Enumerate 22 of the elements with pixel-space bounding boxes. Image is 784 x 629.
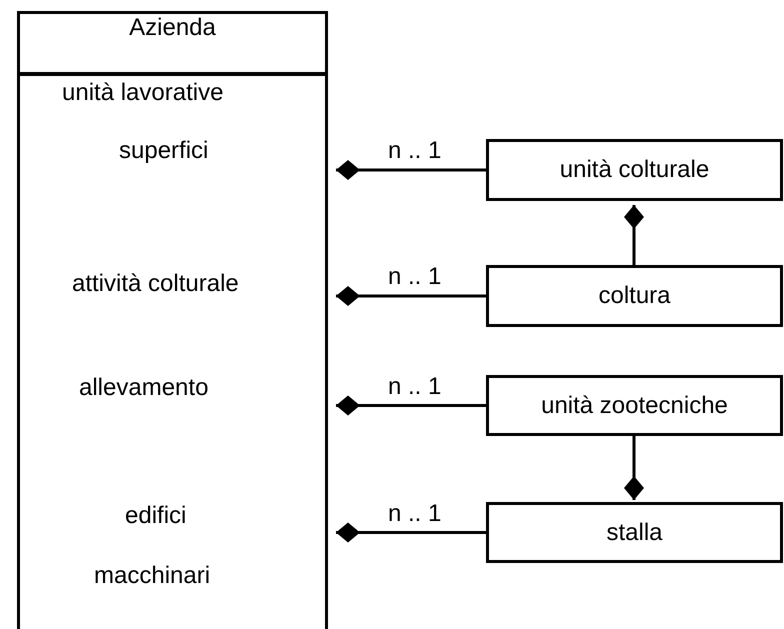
attribute-text: edifici <box>125 502 186 530</box>
class-box <box>486 265 783 327</box>
class-name: Azienda <box>128 14 217 42</box>
attribute-text: macchinari <box>94 562 210 590</box>
attribute-text: superfici <box>119 137 208 165</box>
composition-connector <box>336 160 486 180</box>
class-box <box>486 139 783 201</box>
composition-connector <box>336 286 486 306</box>
composition-connector <box>624 205 644 265</box>
composition-connector <box>336 522 486 542</box>
composition-connector <box>336 396 486 416</box>
class-name: unità zootecniche <box>540 392 729 420</box>
class-name: stalla <box>605 518 664 546</box>
attribute-text: unità lavorative <box>62 79 224 107</box>
class-box <box>486 502 783 563</box>
class-name: coltura <box>597 282 672 310</box>
attribute-text: allevamento <box>79 374 208 402</box>
class-name: unità colturale <box>558 156 710 184</box>
attribute-text: attività colturale <box>72 270 239 298</box>
class-box <box>486 375 783 436</box>
composition-connector <box>624 436 644 500</box>
class-box <box>17 11 328 629</box>
